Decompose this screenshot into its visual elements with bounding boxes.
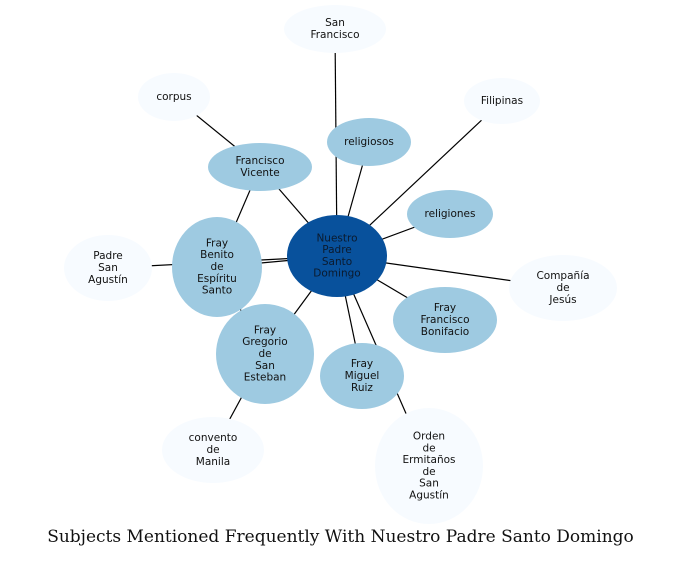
node-fray-miguel-ruiz-ellipse: [320, 343, 404, 409]
node-francisco-vicente-ellipse: [208, 143, 312, 191]
node-fray-miguel-ruiz-label-line: Fray: [351, 358, 373, 370]
center-node-nuestro-padre-santo-domingo-label-line: Domingo: [313, 268, 360, 280]
node-religiones-label-line: religiones: [425, 208, 476, 220]
node-filipinas-ellipse: [464, 78, 540, 124]
node-convento-de-manila-label-line: convento: [189, 432, 238, 444]
node-convento-de-manila-label-line: de: [206, 444, 219, 456]
center-node-nuestro-padre-santo-domingo-ellipse: [287, 215, 387, 297]
node-fray-francisco-bonifacio-label-line: Fray: [434, 302, 456, 314]
node-religiosos-ellipse: [327, 118, 411, 166]
node-fray-gregorio-label-line: de: [258, 348, 271, 360]
node-fray-benito-ellipse: [172, 217, 262, 317]
node-orden-ermitanos-label-line: San: [419, 478, 439, 490]
node-fray-miguel-ruiz-label-line: Ruiz: [351, 382, 373, 394]
center-node-nuestro-padre-santo-domingo-label-line: Padre: [322, 244, 352, 256]
node-padre-san-agustin-label-line: Agustín: [88, 274, 128, 286]
node-corpus-ellipse: [138, 73, 210, 121]
node-fray-francisco-bonifacio-label-line: Francisco: [420, 314, 469, 326]
node-francisco-vicente-label-line: Vicente: [240, 167, 279, 179]
node-fray-francisco-bonifacio-label-line: Bonifacio: [421, 326, 469, 338]
node-filipinas: Filipinas: [464, 78, 540, 124]
node-fray-gregorio-label-line: Esteban: [244, 372, 286, 384]
node-orden-ermitanos-label-line: Agustín: [409, 490, 449, 502]
node-padre-san-agustin-label-line: San: [98, 262, 118, 274]
node-fray-miguel-ruiz-label-line: Miguel: [345, 370, 380, 382]
node-fray-gregorio-label-line: San: [255, 360, 275, 372]
node-padre-san-agustin-ellipse: [64, 235, 152, 301]
node-san-francisco-ellipse: [284, 5, 386, 53]
node-religiones-ellipse: [407, 190, 493, 238]
node-compania-de-jesus-ellipse: [509, 255, 617, 321]
node-corpus-label-line: corpus: [156, 91, 191, 103]
center-node-nuestro-padre-santo-domingo-label-line: Santo: [322, 256, 352, 268]
node-padre-san-agustin-label-line: Padre: [93, 250, 123, 262]
node-fray-gregorio-label-line: Gregorio: [242, 336, 287, 348]
node-religiosos-label-line: religiosos: [344, 136, 394, 148]
node-fray-benito-label-line: Espíritu: [197, 273, 237, 285]
node-fray-benito-label-line: Fray: [206, 237, 228, 249]
node-orden-ermitanos-label-line: de: [422, 466, 435, 478]
node-orden-ermitanos-ellipse: [375, 408, 483, 524]
node-religiosos: religiosos: [327, 118, 411, 166]
node-orden-ermitanos-label-line: Orden: [413, 431, 445, 443]
node-religiones: religiones: [407, 190, 493, 238]
node-san-francisco-label-line: San: [325, 17, 345, 29]
node-francisco-vicente-label-line: Francisco: [235, 155, 284, 167]
node-filipinas-label-line: Filipinas: [481, 95, 523, 107]
node-fray-francisco-bonifacio-ellipse: [393, 287, 497, 353]
node-corpus: corpus: [138, 73, 210, 121]
node-convento-de-manila-label-line: Manila: [196, 456, 230, 468]
node-convento-de-manila-ellipse: [162, 417, 264, 483]
node-compania-de-jesus-label-line: de: [556, 282, 569, 294]
center-node-nuestro-padre-santo-domingo-label-line: Nuestro: [316, 232, 357, 244]
node-fray-gregorio-ellipse: [216, 304, 314, 404]
node-fray-benito-label-line: Benito: [200, 249, 234, 261]
node-orden-ermitanos-label-line: Ermitaños: [402, 454, 455, 466]
node-compania-de-jesus-label-line: Compañía: [536, 270, 589, 282]
node-orden-ermitanos-label-line: de: [422, 442, 435, 454]
node-san-francisco-label-line: Francisco: [310, 29, 359, 41]
node-fray-benito-label-line: de: [210, 261, 223, 273]
node-fray-gregorio-label-line: Fray: [254, 324, 276, 336]
node-compania-de-jesus-label-line: Jesús: [548, 294, 576, 306]
node-fray-benito-label-line: Santo: [202, 285, 232, 297]
diagram-title: Subjects Mentioned Frequently With Nuest…: [47, 527, 634, 547]
